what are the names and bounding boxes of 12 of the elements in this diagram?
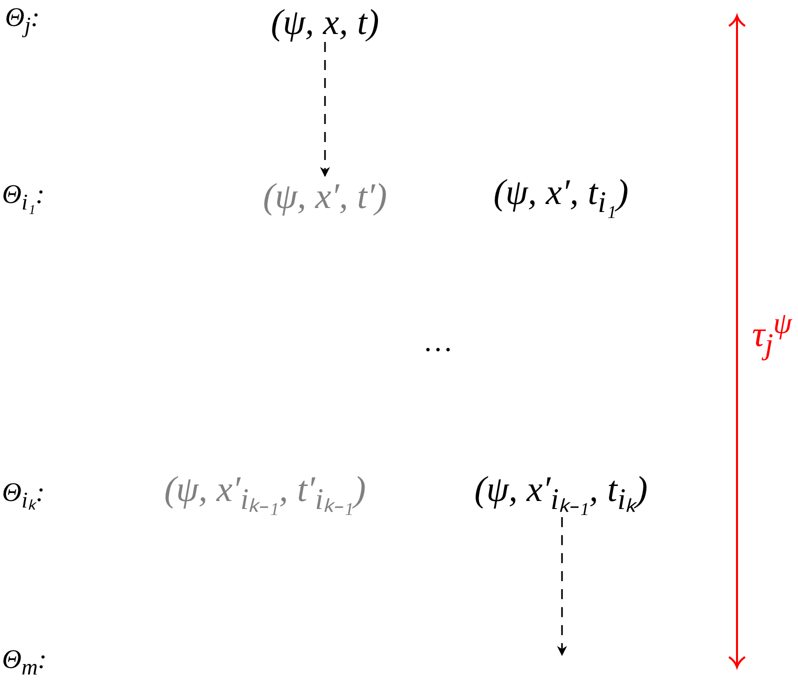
dashed-arrow (320, 42, 330, 177)
row-label: Θ$_{m}$: (2, 646, 47, 678)
ellipsis: … (423, 327, 453, 357)
row-label: Θ$_{iₖ}$: (2, 478, 45, 512)
state-tuple: (ψ, x′, t$_{i₁}$) (494, 174, 628, 218)
dashed-arrow (557, 517, 567, 656)
state-tuple: (ψ, x′$_{iₖ₋₁}$, t′$_{iₖ₋₁}$) (164, 470, 366, 516)
row-label: Θ$_{i₁}$: (2, 180, 45, 214)
state-tuple: (ψ, x, t) (270, 4, 380, 40)
state-tuple: (ψ, x′, t′) (262, 178, 388, 214)
state-tuple: (ψ, x′$_{iₖ₋₁}$, t$_{iₖ}$) (474, 470, 648, 516)
row-label: Θ$_{j}$: (5, 4, 40, 36)
